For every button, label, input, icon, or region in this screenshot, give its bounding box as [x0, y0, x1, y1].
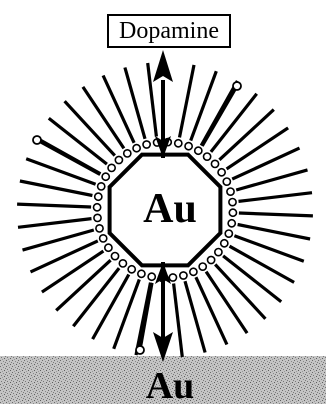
anchor-group: [115, 156, 122, 163]
anchor-group: [102, 173, 109, 180]
anchor-group: [208, 256, 215, 263]
anchor-group: [124, 150, 131, 157]
anchor-group: [218, 169, 225, 176]
anchor-group: [180, 272, 187, 279]
ligand-chain: [42, 251, 104, 292]
ligand-chain: [65, 101, 115, 155]
ligand-chain: [114, 279, 140, 348]
ligand-chain: [206, 272, 247, 334]
ligand-chain: [211, 94, 257, 152]
anchor-group: [94, 204, 101, 211]
ligand-chain: [230, 246, 295, 282]
anchor-group: [185, 143, 192, 150]
anchor-group: [138, 270, 145, 277]
anchor-group: [199, 263, 206, 270]
ligand-chain: [136, 283, 151, 356]
anchor-group: [221, 240, 228, 247]
ligand-chain: [56, 260, 110, 310]
anchor-group: [169, 274, 176, 281]
anchor-group: [133, 145, 140, 152]
ligand-chain: [17, 204, 91, 207]
dopamine-label: Dopamine: [107, 14, 231, 48]
anchor-group: [229, 199, 236, 206]
anchor-group: [105, 244, 112, 251]
ligand-chain: [180, 65, 195, 137]
ligand-chain: [227, 128, 289, 169]
anchor-group: [175, 140, 182, 147]
ligand-chain: [223, 256, 281, 302]
ligand-chain: [41, 142, 101, 175]
core-label: Au: [115, 181, 225, 237]
ligand-chain: [174, 284, 183, 358]
ligand-chain: [239, 193, 313, 202]
anchor-group: [148, 273, 155, 280]
ligand-chain: [49, 118, 107, 164]
anchor-group: [128, 266, 135, 273]
anchor-group: [195, 147, 202, 154]
anchor-group: [225, 230, 232, 237]
terminal-group: [136, 346, 144, 354]
anchor-group: [228, 220, 235, 227]
anchor-group: [111, 253, 118, 260]
anchor-group: [229, 209, 236, 216]
anchor-group: [119, 260, 126, 267]
terminal-group: [33, 136, 41, 144]
ligand-chain: [20, 181, 93, 196]
anchor-group: [98, 183, 105, 190]
anchor-group: [100, 235, 107, 242]
ligand-chain: [26, 159, 95, 185]
ligand-chain: [93, 275, 129, 340]
ligand-chain: [239, 213, 313, 216]
ligand-chain: [83, 87, 124, 148]
anchor-group: [95, 193, 102, 200]
ligand-chain: [18, 219, 92, 228]
terminal-group: [233, 82, 241, 90]
anchor-group: [190, 268, 197, 275]
anchor-group: [215, 249, 222, 256]
ligand-chain: [141, 283, 152, 346]
ligand-chain: [148, 63, 157, 137]
anchor-group: [108, 164, 115, 171]
ligand-chain: [215, 264, 265, 318]
anchor-group: [211, 160, 218, 167]
ligand-chain: [238, 225, 311, 240]
ligand-chain: [73, 268, 119, 326]
ligand-chain: [219, 110, 273, 160]
substrate-label: Au: [115, 366, 225, 406]
anchor-group: [204, 153, 211, 160]
anchor-group: [227, 188, 234, 195]
anchor-group: [143, 141, 150, 148]
anchor-group: [94, 214, 101, 221]
ligand-chain: [234, 236, 303, 262]
anchor-group: [96, 225, 103, 232]
